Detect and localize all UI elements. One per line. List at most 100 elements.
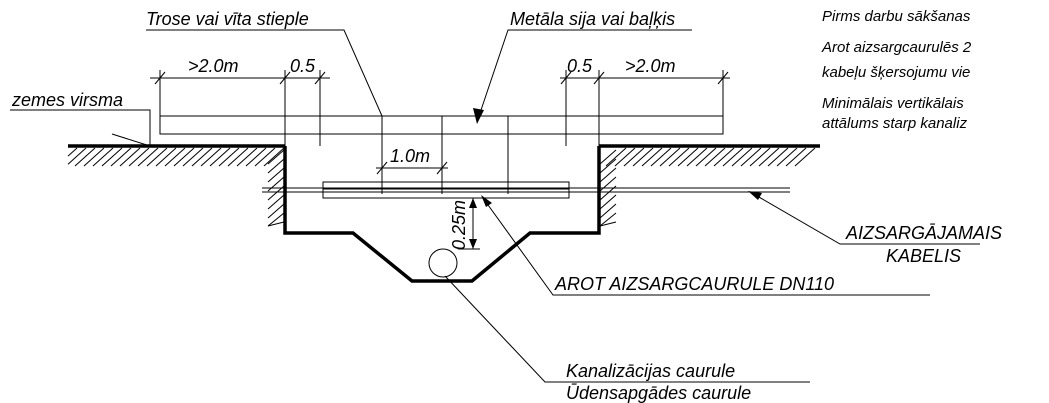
soil-hatch-line (599, 221, 617, 227)
soil-hatch-line (209, 147, 231, 167)
soil-hatch-line (191, 147, 213, 167)
dim-spacing-tick-2 (436, 161, 448, 175)
dim-vertical-arrow-top (469, 198, 477, 208)
soil-hatch-line (695, 147, 717, 167)
dim-vertical-arrow-bottom (469, 239, 477, 249)
soil-hatch-line (599, 158, 617, 174)
soil-hatch-line (245, 147, 267, 167)
soil-hatch-line (267, 194, 285, 210)
soil-hatch-line (155, 147, 177, 167)
soil-hatch-line (119, 147, 141, 167)
soil-hatch-line (758, 147, 780, 167)
label-beam: Metāla sija vai baļķis (510, 9, 675, 29)
dim-label-spacing: 1.0m (390, 146, 430, 166)
leader-pipe (444, 275, 810, 383)
soil-hatch-line (267, 203, 285, 219)
soil-hatch-line (785, 147, 807, 167)
soil-hatching-left (67, 147, 285, 227)
soil-hatch-line (659, 147, 681, 167)
leader-beam-arrow (473, 108, 484, 124)
soil-hatch-line (740, 147, 762, 167)
soil-hatch-line (776, 147, 798, 167)
soil-hatch-line (218, 147, 240, 167)
soil-hatch-line (267, 167, 285, 183)
leader-beam (478, 29, 692, 117)
dim-label-left-outer: >2.0m (188, 56, 239, 76)
label-conduit: AROT AIZSARGCAURULE DN110 (554, 274, 834, 294)
note-1: Pirms darbu sākšanas (822, 8, 971, 25)
label-protected-cable-1: AIZSARGĀJAMAIS (845, 223, 1002, 243)
soil-hatch-line (704, 147, 726, 167)
soil-hatch-line (599, 203, 617, 219)
soil-hatch-line (599, 212, 617, 227)
soil-hatch-line (623, 147, 645, 167)
note-4: Minimālais vertikālais (822, 95, 964, 112)
sewer-pipe (428, 248, 458, 278)
soil-hatch-line (599, 194, 617, 210)
soil-hatch-line (67, 147, 78, 157)
soil-hatch-line (83, 147, 105, 167)
label-pipe-2: Ūdensapgādes caurule (566, 383, 751, 403)
soil-hatch-line (650, 147, 672, 167)
note-5: attālums starp kanaliz (822, 115, 968, 132)
soil-hatch-line (599, 149, 617, 165)
soil-hatch-line (686, 147, 708, 167)
dim-label-right-inner: 0.5 (567, 56, 593, 76)
soil-hatch-line (200, 147, 222, 167)
leader-conduit-arrow (481, 195, 492, 207)
soil-hatch-line (67, 147, 87, 165)
soil-hatch-line (74, 147, 96, 167)
soil-hatch-line (713, 147, 735, 167)
leader-protected-cable (751, 192, 980, 245)
soil-hatch-line (749, 147, 771, 167)
label-pipe-1: Kanalizācijas caurule (566, 361, 735, 381)
soil-hatching-right (599, 147, 816, 227)
soil-hatch-line (173, 147, 195, 167)
soil-hatch-line (731, 147, 753, 167)
leader-ground (10, 109, 151, 146)
soil-hatch-line (599, 167, 617, 183)
soil-hatch-line (668, 147, 690, 167)
leader-ground-diag (111, 133, 151, 147)
soil-hatch-line (267, 149, 285, 165)
dim-label-left-inner: 0.5 (290, 56, 316, 76)
soil-hatch-line (677, 147, 699, 167)
leader-rope (146, 29, 383, 117)
dim-spacing-tick-1 (376, 161, 388, 175)
soil-hatch-line (227, 147, 249, 167)
soil-hatch-line (267, 158, 285, 174)
soil-hatch-line (110, 147, 132, 167)
soil-hatch-line (605, 147, 627, 167)
label-ground: zemes virsma (11, 90, 123, 110)
soil-hatch-line (146, 147, 168, 167)
leader-conduit (482, 197, 930, 296)
dim-label-vertical: 0.25m (449, 200, 469, 250)
soil-hatch-line (599, 176, 617, 192)
soil-hatch-line (632, 147, 654, 167)
note-3: kabeļu šķersojumu vie (822, 64, 970, 81)
protective-conduit (322, 181, 570, 199)
leader-protected-cable-arrow (748, 191, 762, 200)
soil-hatch-line (236, 147, 258, 167)
soil-hatch-line (263, 147, 285, 167)
trench-outline (283, 146, 601, 283)
soil-hatch-line (641, 147, 663, 167)
soil-hatch-line (722, 147, 744, 167)
soil-hatch-line (92, 147, 114, 167)
soil-hatch-line (164, 147, 186, 167)
soil-hatch-line (794, 147, 816, 167)
label-protected-cable-2: KABELIS (886, 246, 961, 266)
soil-hatch-line (267, 176, 285, 192)
note-2: Arot aizsargcaurulēs 2 (821, 39, 972, 56)
soil-hatch-line (254, 147, 276, 167)
soil-hatch-line (137, 147, 159, 167)
soil-hatch-line (267, 221, 285, 227)
soil-hatch-line (128, 147, 150, 167)
soil-hatch-line (267, 212, 285, 227)
label-rope: Trose vai vīta stieple (146, 9, 309, 29)
soil-hatch-line (767, 147, 789, 167)
soil-hatch-line (101, 147, 123, 167)
dim-ticks-top (154, 71, 729, 85)
soil-hatch-line (182, 147, 204, 167)
